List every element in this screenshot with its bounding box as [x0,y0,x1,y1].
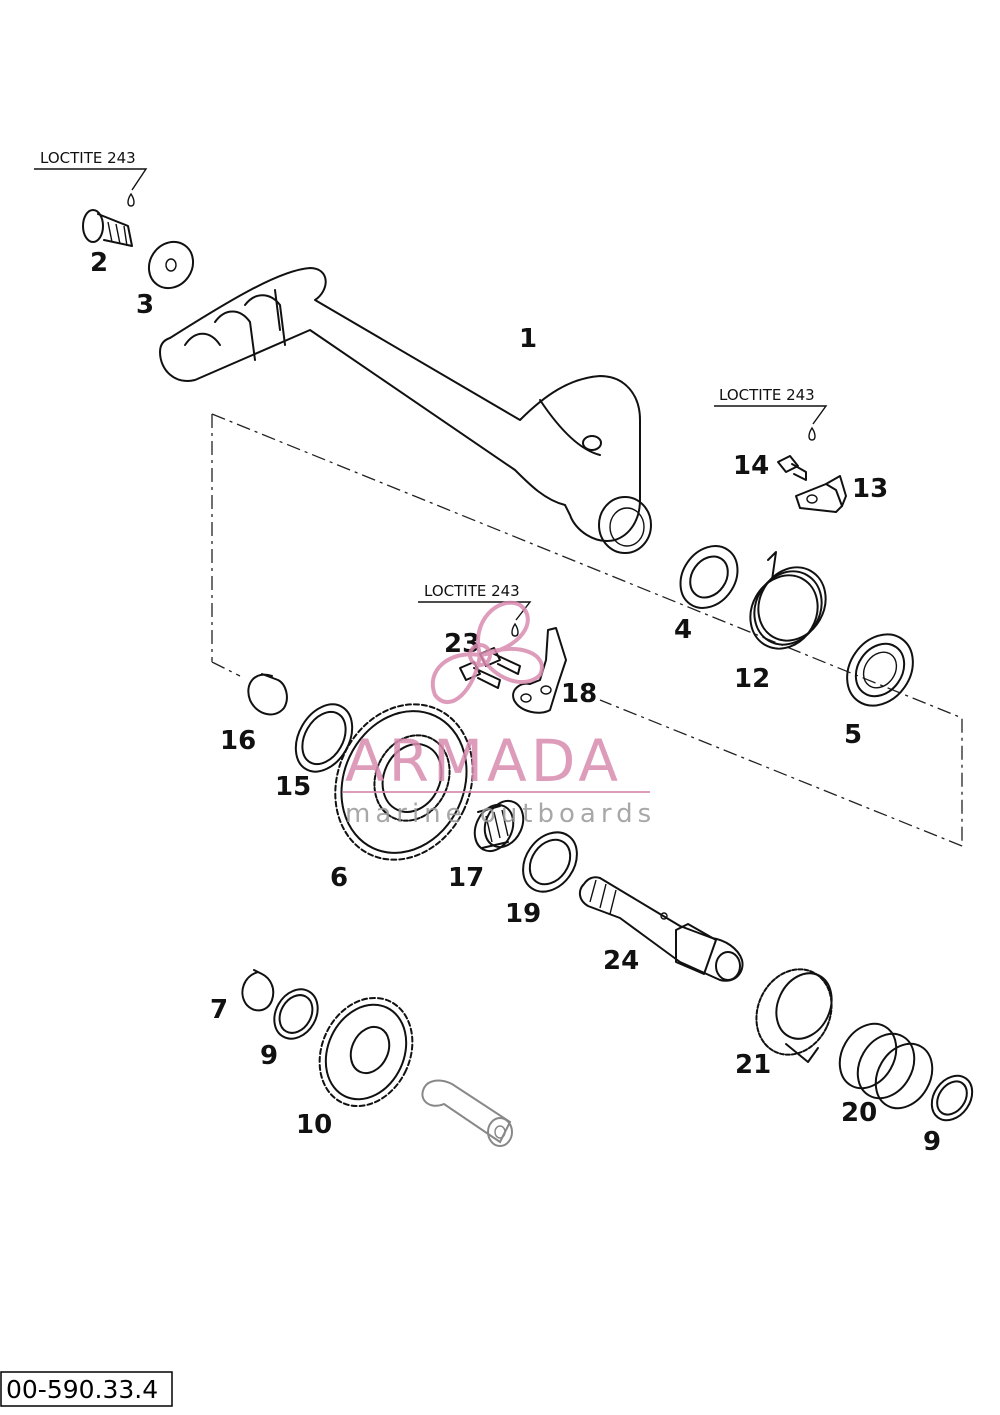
washer-3 [147,240,195,290]
part-label-10: 10 [296,1110,332,1140]
circlip-16 [247,673,288,716]
loctite-callout-1: LOCTITE 243 [34,149,148,191]
needle-bearing-17 [473,799,525,853]
washer-9-right [930,1074,974,1122]
washer-4 [679,545,739,609]
part-label-12: 12 [734,664,770,694]
drawing-code-box: 00-590.33.4 [0,1371,173,1407]
loctite-drop-3 [511,622,519,637]
part-label-1: 1 [519,324,537,354]
loctite-label: LOCTITE 243 [719,386,815,404]
screws-23 [459,647,521,689]
loctite-callout-2: LOCTITE 243 [714,386,828,425]
pin [421,1079,513,1147]
gear-10 [318,996,414,1108]
part-label-20: 20 [841,1098,877,1128]
washer-9-left [273,988,319,1040]
loctite-drop-1 [127,192,135,207]
part-label-16: 16 [220,726,256,756]
part-label-14: 14 [733,451,769,481]
kick-lever [159,267,652,554]
drawing-code: 00-590.33.4 [6,1375,158,1404]
loctite-label: LOCTITE 243 [424,582,520,600]
part-label-9-left: 9 [260,1041,278,1071]
part-label-24: 24 [603,946,639,976]
armada-watermark: ARMADA marine outboards [343,601,656,829]
spring-20 [838,1022,934,1110]
washer-19 [522,831,578,893]
propeller-logo [430,601,544,704]
seal-5 [846,633,914,707]
part-label-6: 6 [330,863,348,893]
loctite-drop-2 [808,426,816,441]
ratchet-18 [512,627,567,714]
part-label-15: 15 [275,772,311,802]
screw-14 [777,455,807,481]
part-label-18: 18 [561,679,597,709]
watermark-brand: ARMADA [345,727,622,795]
part-label-17: 17 [448,863,484,893]
spring-12 [749,551,827,650]
part-label-7: 7 [210,995,228,1025]
gear-6 [334,703,474,861]
ratchet-gear-21 [755,968,833,1063]
part-label-4: 4 [674,615,692,645]
part-label-2: 2 [90,248,108,278]
part-label-3: 3 [136,290,154,320]
loctite-callout-3: LOCTITE 243 [418,582,532,621]
part-label-21: 21 [735,1050,771,1080]
part-label-9-right: 9 [923,1127,941,1157]
loctite-label: LOCTITE 243 [40,149,136,167]
part-label-5: 5 [844,720,862,750]
circlip-7 [241,969,275,1012]
part-label-19: 19 [505,899,541,929]
part-label-13: 13 [852,474,888,504]
bracket-13 [795,475,847,513]
watermark-tagline: marine outboards [345,799,656,829]
screw-2 [82,209,133,247]
kick-shaft-24 [578,876,744,982]
